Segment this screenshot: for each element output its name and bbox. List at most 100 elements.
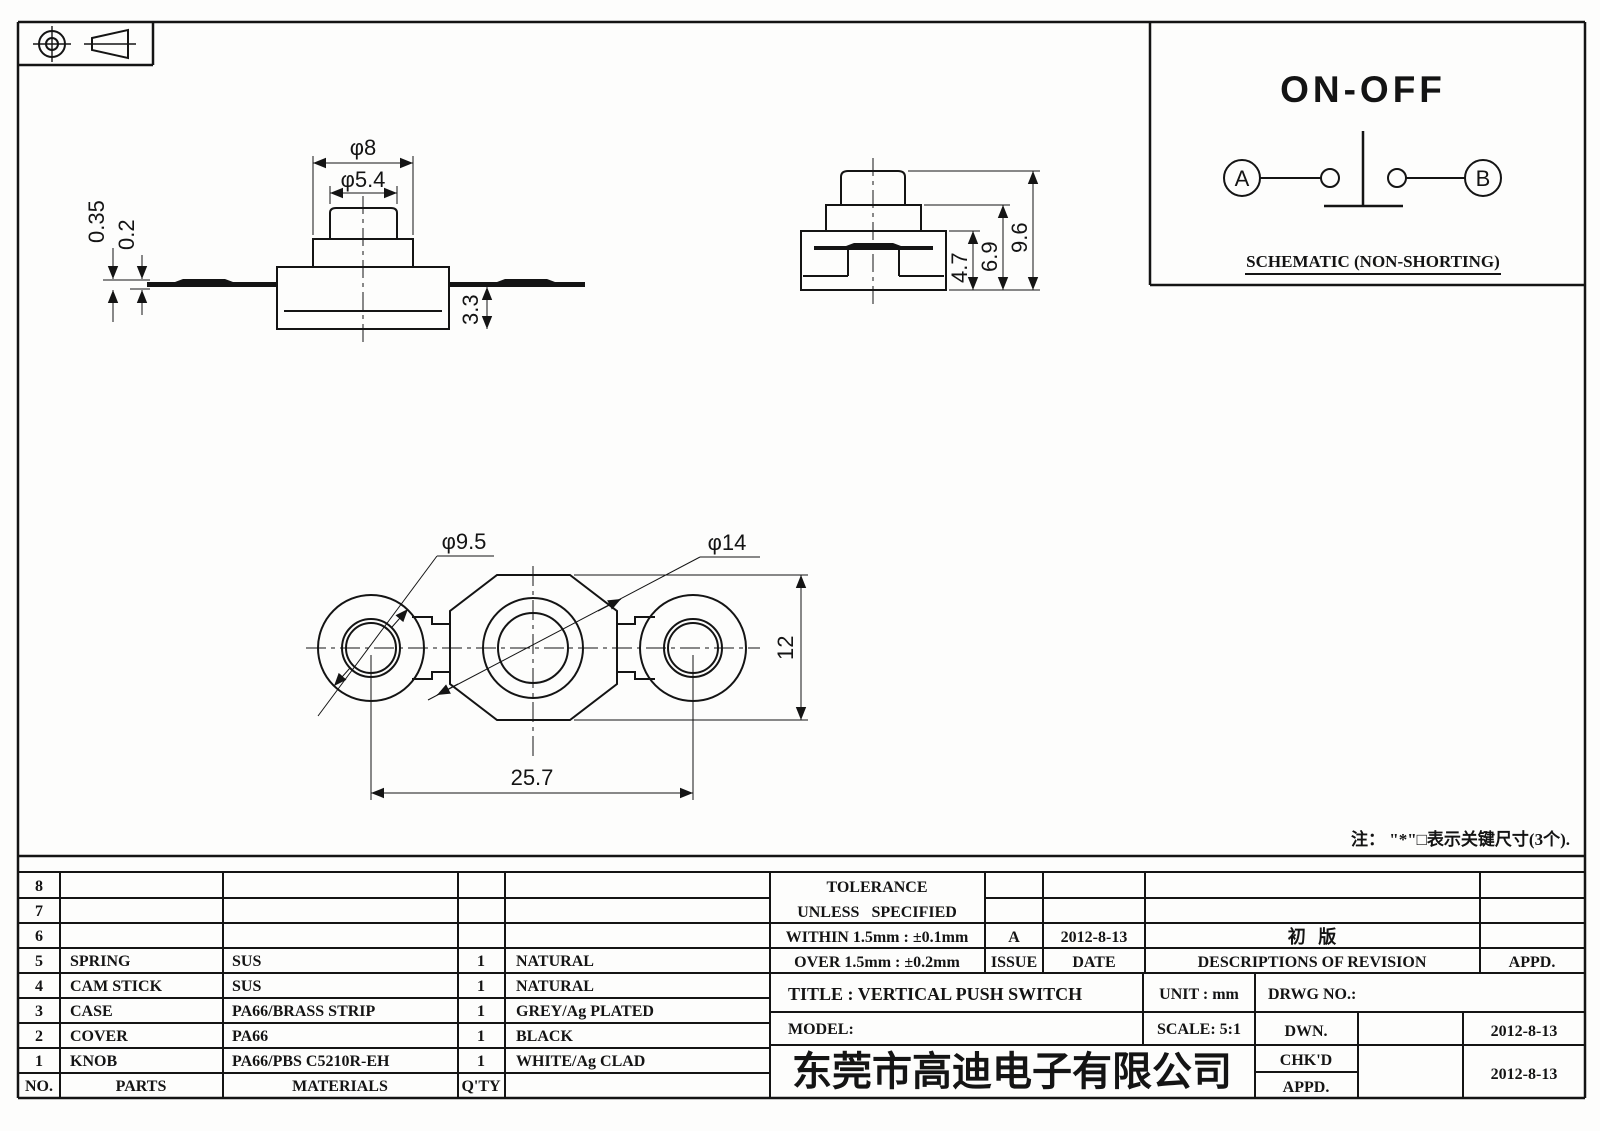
- side-knob: [840, 170, 906, 205]
- front-dim-phi8: [312, 156, 414, 235]
- part-row-no: 4: [35, 978, 43, 995]
- projection-symbol-box: [18, 22, 155, 67]
- front-terminals: [147, 279, 585, 287]
- revision-block: A 2012-8-13 初 版 ISSUE DATE DESCRIPTIONS …: [991, 926, 1555, 971]
- sheet-border: [16, 20, 1587, 1100]
- drawing-title: TITLE : VERTICAL PUSH SWITCH: [788, 984, 1082, 1004]
- chkd-label: CHK'D: [1280, 1052, 1332, 1069]
- front-dim-02-label: 0.2: [114, 219, 139, 250]
- left-neck-bottom: [412, 671, 450, 680]
- part-qty: 1: [477, 1003, 485, 1020]
- front-dim-phi8-label: φ8: [350, 135, 377, 160]
- revision-description-value: 初 版: [1288, 926, 1337, 947]
- part-finish: NATURAL: [516, 953, 594, 970]
- part-row-no: 6: [35, 928, 43, 945]
- title-block: TITLE : VERTICAL PUSH SWITCH UNIT : mm D…: [788, 984, 1557, 1096]
- side-case: [800, 230, 947, 291]
- side-dim-47-label: 4.7: [947, 252, 972, 283]
- front-knob-top: [329, 207, 398, 239]
- part-material: SUS: [232, 953, 261, 970]
- appd-label: APPD.: [1283, 1079, 1330, 1096]
- right-neck-bottom: [617, 671, 655, 680]
- revision-date-label: DATE: [1072, 954, 1115, 971]
- title-block-grid: [18, 871, 1585, 1098]
- dim-phi14-leader: [427, 556, 760, 701]
- tolerance-within: WITHIN 1.5mm : ±0.1mm: [786, 929, 969, 946]
- part-name: COVER: [70, 1028, 128, 1045]
- part-material: SUS: [232, 978, 261, 995]
- part-qty: 1: [477, 953, 485, 970]
- center-circle-inner: [497, 612, 569, 684]
- parts-table: 8 7 6 5 SPRING SUS 1 NATURAL 4 CAM STICK…: [25, 878, 654, 1095]
- bottom-view: φ9.5 φ14 12 25.7: [306, 529, 808, 800]
- part-material: PA66/BRASS STRIP: [232, 1003, 376, 1020]
- front-dim-phi54: [329, 186, 398, 204]
- terminal-a-label: A: [1235, 166, 1250, 191]
- dim-12-label: 12: [773, 636, 798, 660]
- part-name: KNOB: [70, 1053, 117, 1070]
- front-case: [276, 266, 450, 330]
- part-row-no: 7: [35, 903, 43, 920]
- revision-date-value: 2012-8-13: [1061, 929, 1128, 946]
- dim-phi95-label: φ9.5: [442, 529, 487, 554]
- side-dim-96-label: 9.6: [1007, 222, 1032, 253]
- dwn-date: 2012-8-13: [1491, 1023, 1558, 1040]
- front-dim-035-label: 0.35: [84, 200, 109, 243]
- terminal-b-label: B: [1476, 166, 1491, 191]
- schematic-caption: SCHEMATIC (NON-SHORTING): [1246, 252, 1500, 271]
- revision-issue-label: ISSUE: [991, 954, 1037, 971]
- switch-symbol: [1223, 131, 1502, 208]
- revision-appd-label: APPD.: [1509, 954, 1556, 971]
- key-dimension-note: 注： "*"□表示关键尺寸(3个).: [1351, 829, 1570, 849]
- part-qty: 1: [477, 1028, 485, 1045]
- tolerance-line1: TOLERANCE: [826, 879, 927, 896]
- schematic-panel: ON-OFF A B SCHEMATIC (NON-SHORTING): [1148, 22, 1585, 287]
- front-view: φ8 φ5.4 0.35 0.2 3.3: [84, 135, 585, 346]
- side-view: 4.7 6.9 9.6: [800, 158, 1040, 304]
- dim-phi95-leader: [317, 555, 494, 717]
- revision-issue-value: A: [1008, 929, 1020, 946]
- part-name: CAM STICK: [70, 978, 163, 995]
- part-qty: 1: [477, 1053, 485, 1070]
- front-dim-thickness: [103, 248, 150, 322]
- side-terminal-plate: [814, 243, 933, 250]
- part-row-no: 8: [35, 878, 43, 895]
- tolerance-line2: UNLESS SPECIFIED: [797, 904, 957, 921]
- tolerance-block: TOLERANCE UNLESS SPECIFIED WITHIN 1.5mm …: [786, 879, 969, 971]
- part-material: PA66/PBS C5210R-EH: [232, 1053, 390, 1070]
- center-circle-outer: [482, 597, 584, 699]
- header-qty: Q'TY: [461, 1078, 501, 1095]
- part-row-no: 3: [35, 1003, 43, 1020]
- dim-phi14-label: φ14: [708, 530, 747, 555]
- header-parts: PARTS: [116, 1078, 167, 1095]
- chkd-date: 2012-8-13: [1491, 1066, 1558, 1083]
- part-finish: BLACK: [516, 1028, 573, 1045]
- first-angle-projection-icon: [33, 26, 136, 62]
- header-no: NO.: [25, 1078, 53, 1095]
- dwn-label: DWN.: [1284, 1023, 1327, 1040]
- dim-12: [574, 574, 808, 721]
- part-finish: WHITE/Ag CLAD: [516, 1053, 645, 1070]
- part-row-no: 2: [35, 1028, 43, 1045]
- header-materials: MATERIALS: [292, 1078, 388, 1095]
- part-material: PA66: [232, 1028, 268, 1045]
- part-name: SPRING: [70, 953, 131, 970]
- part-name: CASE: [70, 1003, 113, 1020]
- dim-257-label: 25.7: [511, 765, 554, 790]
- company-name: 东莞市高迪电子有限公司: [792, 1050, 1232, 1094]
- side-dims: [908, 170, 1040, 291]
- model-label: MODEL:: [788, 1021, 854, 1038]
- left-neck-top: [412, 616, 450, 625]
- part-row-no: 5: [35, 953, 43, 970]
- front-dim-phi54-label: φ5.4: [341, 167, 386, 192]
- drwg-no-label: DRWG NO.:: [1268, 986, 1356, 1003]
- part-qty: 1: [477, 978, 485, 995]
- part-row-no: 1: [35, 1053, 43, 1070]
- front-dim-33-label: 3.3: [458, 294, 483, 325]
- side-dim-69-label: 6.9: [977, 241, 1002, 272]
- part-finish: GREY/Ag PLATED: [516, 1003, 654, 1020]
- part-finish: NATURAL: [516, 978, 594, 995]
- tolerance-over: OVER 1.5mm : ±0.2mm: [794, 954, 960, 971]
- right-neck-top: [617, 616, 655, 625]
